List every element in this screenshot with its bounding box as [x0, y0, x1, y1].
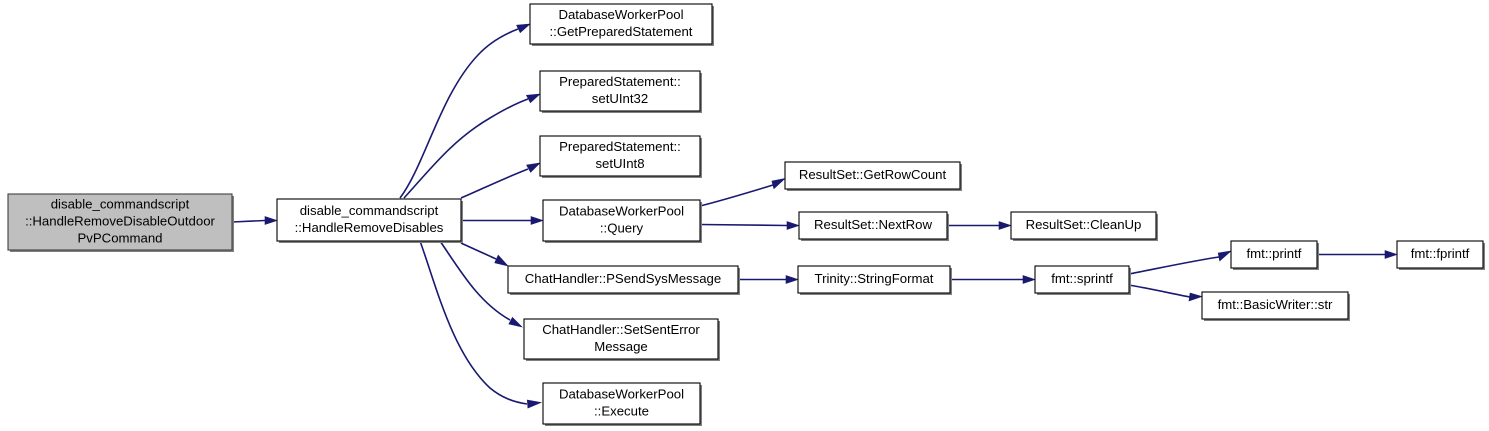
- arrowhead-icon: [785, 275, 799, 284]
- graph-node-handle_remove_disables[interactable]: disable_commandscript::HandleRemoveDisab…: [276, 198, 463, 243]
- arrowhead-icon: [526, 162, 541, 173]
- graph-node-string_format[interactable]: Trinity::StringFormat: [797, 265, 952, 295]
- call-edge-query-to-get_row_count: [699, 177, 786, 207]
- arrowhead-icon: [1217, 250, 1232, 262]
- node-box[interactable]: [797, 265, 951, 294]
- call-edge-handle_remove_disables-to-set_uint8: [460, 162, 541, 199]
- call-edge-handle_remove_disables-to-set_uint32: [403, 93, 541, 199]
- call-edge-sprintf-to-basic_writer_str: [1128, 284, 1203, 302]
- call-edge-string_format-to-sprintf: [950, 275, 1036, 284]
- graph-node-printf[interactable]: fmt::printf: [1230, 240, 1319, 270]
- call-edge-query-to-next_row: [699, 221, 800, 230]
- arrowhead-icon: [1384, 250, 1398, 259]
- graph-node-clean_up[interactable]: ResultSet::CleanUp: [1010, 211, 1158, 241]
- node-box[interactable]: [784, 161, 961, 190]
- edge-line: [460, 242, 497, 260]
- node-box[interactable]: [542, 199, 701, 242]
- arrowhead-icon: [1188, 292, 1203, 302]
- edges-layer: [231, 23, 1398, 409]
- graph-node-get_row_count[interactable]: ResultSet::GetRowCount: [784, 161, 962, 191]
- arrowhead-icon: [1022, 275, 1036, 284]
- node-box[interactable]: [1201, 291, 1349, 320]
- call-edge-sprintf-to-printf: [1128, 250, 1232, 275]
- edge-line: [1128, 284, 1191, 298]
- arrowhead-icon: [525, 93, 541, 104]
- edge-line: [399, 28, 519, 199]
- node-box[interactable]: [798, 211, 948, 240]
- graph-node-set_uint32[interactable]: PreparedStatement::setUInt32: [539, 70, 702, 113]
- node-box[interactable]: [523, 318, 719, 360]
- node-box[interactable]: [1230, 240, 1318, 269]
- graph-node-next_row[interactable]: ResultSet::NextRow: [798, 211, 949, 241]
- graph-node-psend_sys_message[interactable]: ChatHandler::PSendSysMessage: [507, 265, 740, 295]
- edge-line: [699, 223, 788, 227]
- edge-line: [1128, 256, 1220, 275]
- graph-node-get_prepared_statement[interactable]: DatabaseWorkerPool::GetPreparedStatement: [529, 3, 714, 46]
- graph-node-query[interactable]: DatabaseWorkerPool::Query: [542, 199, 702, 243]
- call-edge-next_row-to-clean_up: [947, 221, 1012, 230]
- arrowhead-icon: [771, 177, 786, 190]
- node-box[interactable]: [539, 135, 701, 177]
- call-edge-handle_remove_disables-to-query: [461, 216, 544, 225]
- graph-node-root[interactable]: disable_commandscript::HandleRemoveDisab…: [7, 193, 234, 252]
- node-box[interactable]: [529, 3, 713, 45]
- edge-line: [699, 184, 774, 207]
- node-box[interactable]: [276, 198, 462, 242]
- graph-node-basic_writer_str[interactable]: fmt::BasicWriter::str: [1201, 291, 1350, 321]
- call-edge-printf-to-fprintf: [1317, 250, 1398, 259]
- node-box[interactable]: [1034, 265, 1130, 294]
- arrowhead-icon: [494, 254, 509, 267]
- call-edge-root-to-handle_remove_disables: [231, 216, 278, 225]
- arrowhead-icon: [526, 399, 543, 409]
- node-box[interactable]: [1010, 211, 1157, 240]
- arrowhead-icon: [516, 23, 531, 34]
- node-box[interactable]: [1396, 240, 1484, 269]
- edge-line: [419, 240, 528, 405]
- node-box[interactable]: [7, 193, 233, 251]
- edge-line: [460, 168, 529, 199]
- arrowhead-icon: [508, 316, 523, 328]
- graph-node-set_uint8[interactable]: PreparedStatement::setUInt8: [539, 135, 702, 178]
- node-box[interactable]: [507, 265, 739, 294]
- arrowhead-icon: [264, 216, 278, 225]
- node-box[interactable]: [539, 70, 701, 112]
- graph-node-fprintf[interactable]: fmt::fprintf: [1396, 240, 1485, 270]
- arrowhead-icon: [530, 216, 544, 225]
- edge-line: [439, 240, 511, 321]
- graph-node-sprintf[interactable]: fmt::sprintf: [1034, 265, 1131, 295]
- call-edge-handle_remove_disables-to-get_prepared_statement: [399, 23, 531, 199]
- call-edge-handle_remove_disables-to-execute: [419, 240, 543, 409]
- nodes-layer: disable_commandscript::HandleRemoveDisab…: [7, 3, 1485, 426]
- call-edge-psend_sys_message-to-string_format: [738, 275, 799, 284]
- node-box[interactable]: [542, 382, 701, 425]
- edge-line: [403, 98, 529, 199]
- graph-node-execute[interactable]: DatabaseWorkerPool::Execute: [542, 382, 702, 426]
- arrowhead-icon: [786, 221, 800, 230]
- arrowhead-icon: [998, 221, 1012, 230]
- call-edge-handle_remove_disables-to-set_sent_error_message: [439, 240, 523, 328]
- edge-line: [231, 219, 266, 223]
- call-edge-handle_remove_disables-to-psend_sys_message: [460, 242, 509, 267]
